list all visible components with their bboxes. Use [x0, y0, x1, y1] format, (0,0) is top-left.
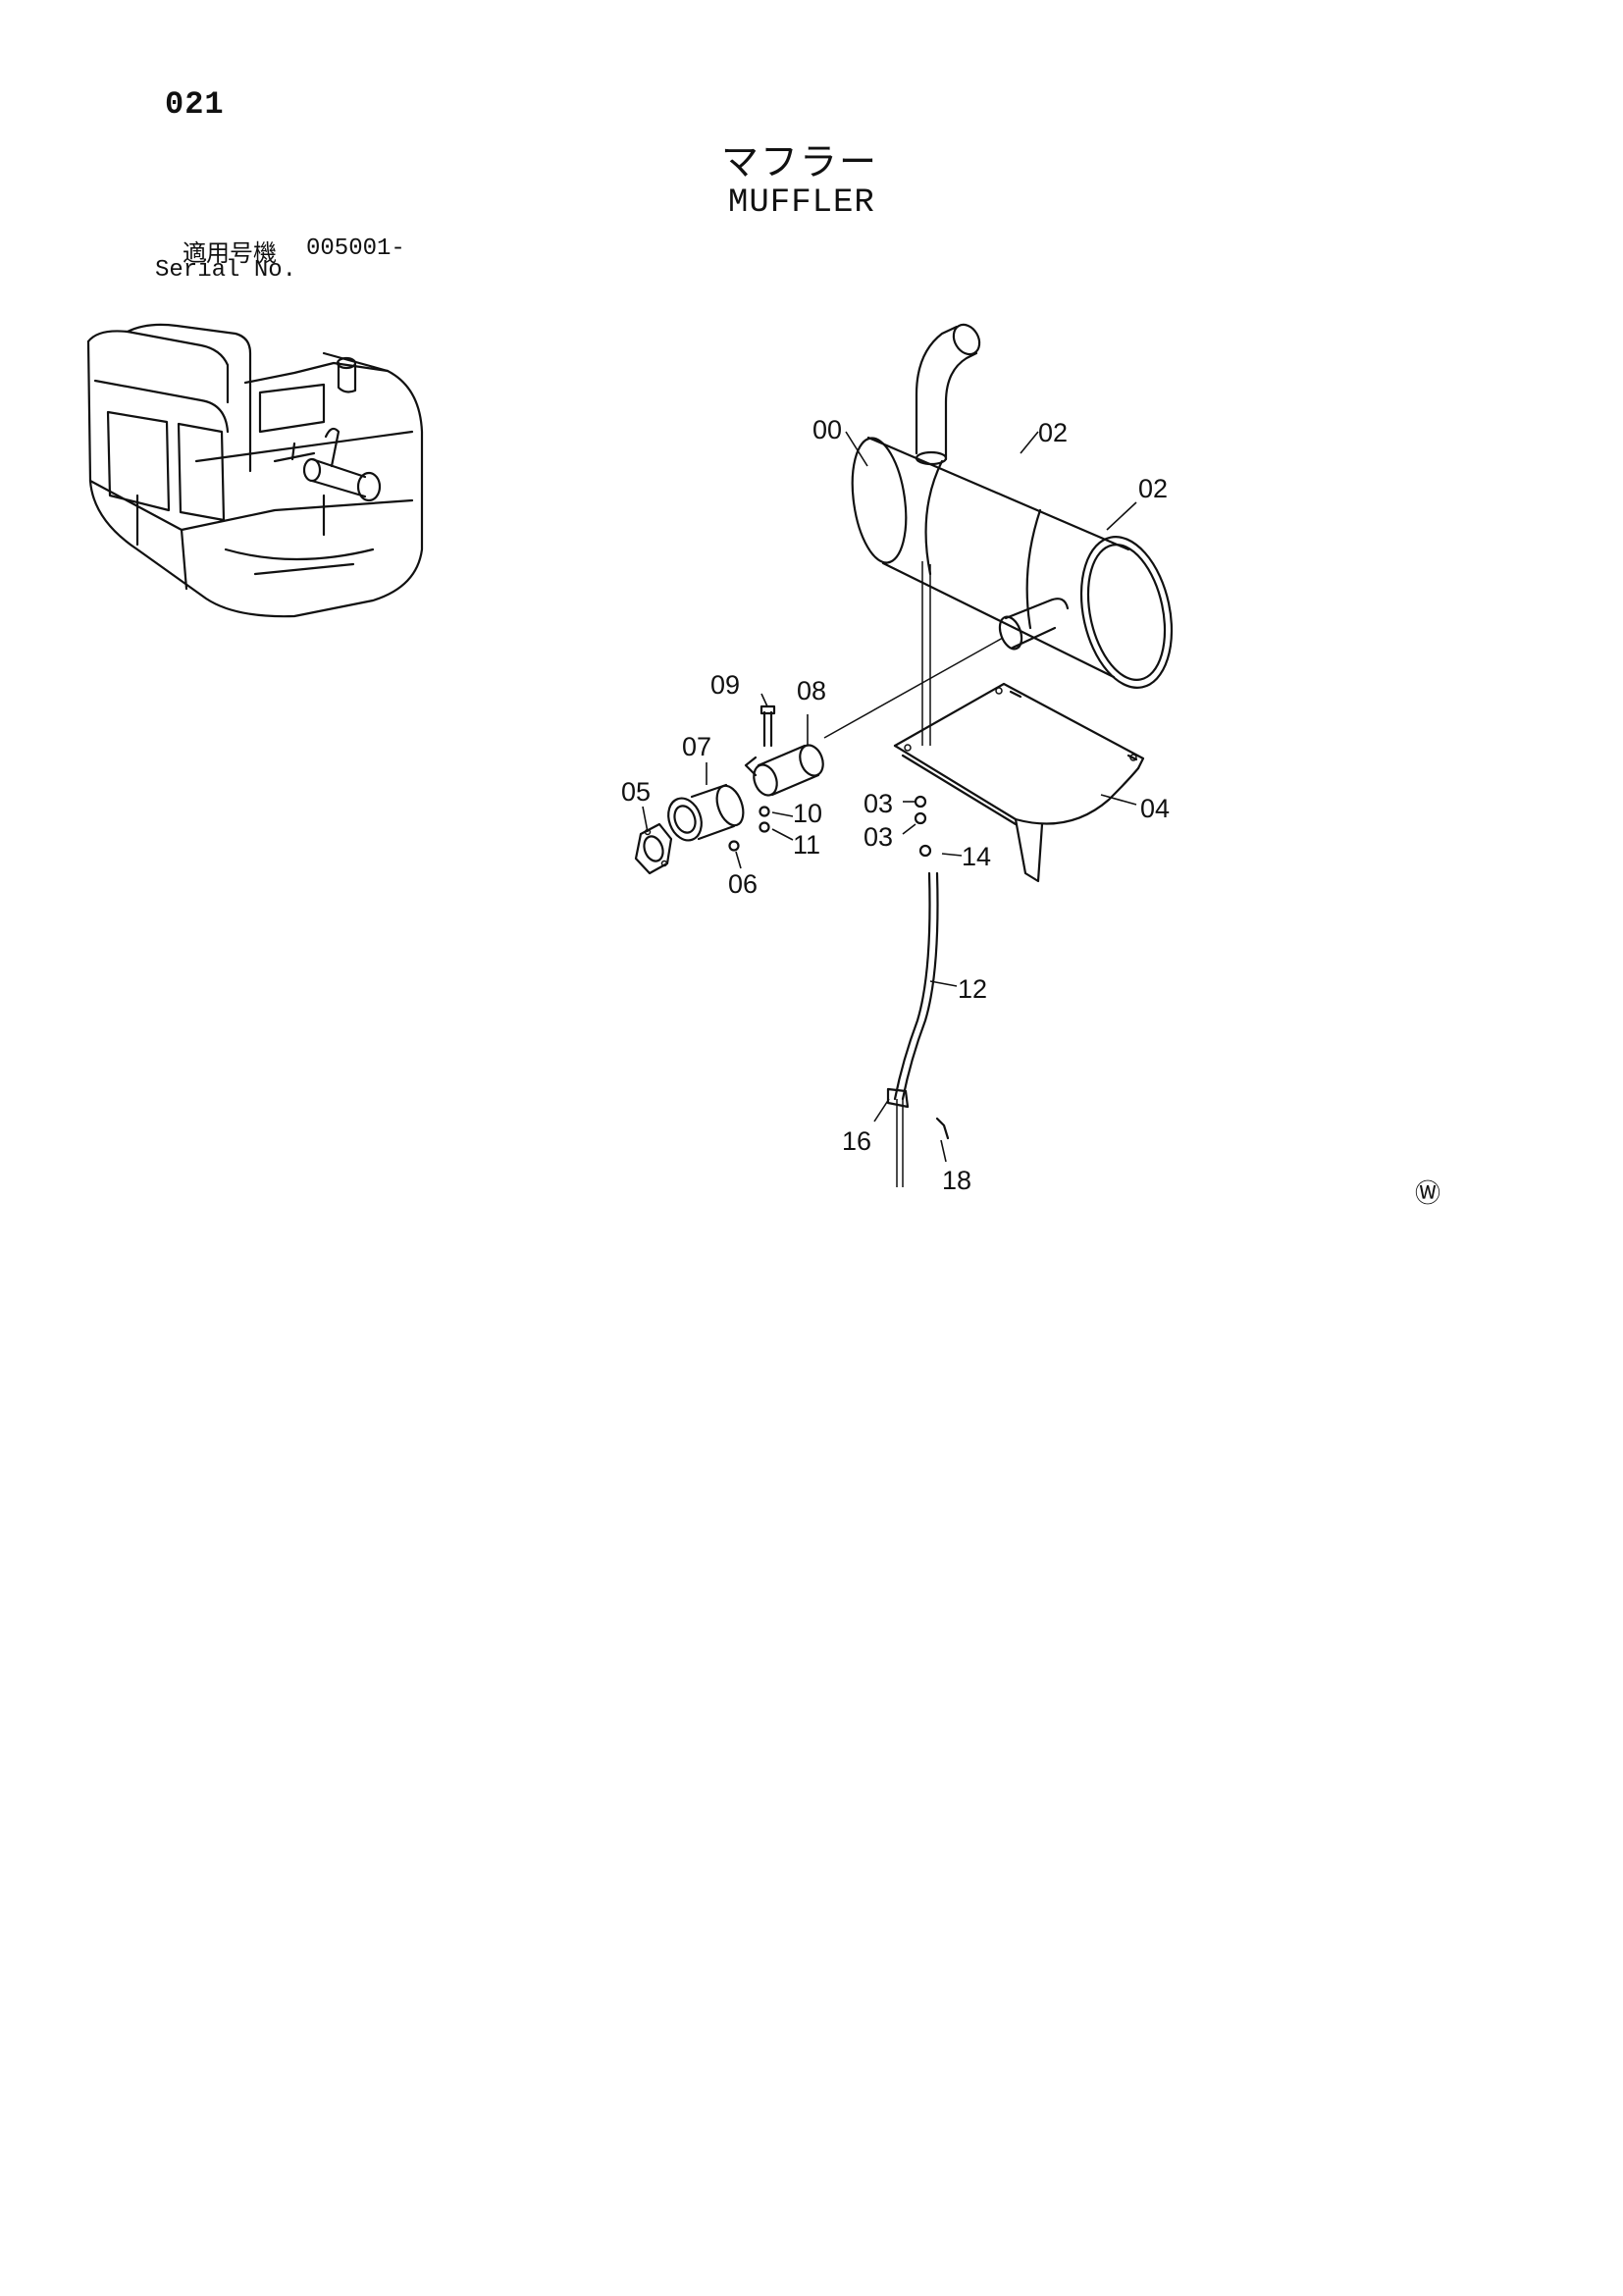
callout-08: 08: [797, 676, 826, 705]
callout-leaders: [642, 431, 1137, 1163]
machine-overview-illustration: [86, 323, 424, 618]
page-title-english: MUFFLER: [728, 184, 875, 222]
page-number: 021: [165, 86, 225, 123]
exploded-center-line: [823, 637, 1004, 739]
callout-05: 05: [621, 777, 651, 807]
muffler-assembly: [851, 323, 1174, 746]
callout-10: 10: [793, 799, 822, 828]
small-hardware: [728, 795, 932, 858]
callout-06: 06: [728, 869, 758, 899]
callout-02-upper: 02: [1038, 418, 1068, 447]
callout-02-lower: 02: [1138, 474, 1168, 503]
callout-16: 16: [842, 1126, 871, 1156]
callout-09: 09: [710, 670, 740, 700]
callout-11: 11: [793, 830, 820, 860]
serial-label-english: Serial No.: [155, 257, 297, 284]
serial-label-japanese: 適用号機: [183, 239, 277, 267]
callout-14: 14: [962, 842, 991, 871]
flange-and-gasket: [634, 783, 745, 875]
corner-mark: Ⓦ: [1415, 1179, 1441, 1209]
callout-labels: 00 02 02 03 03 04 05 06 07 08 09 10 11 1…: [621, 415, 1170, 1195]
callout-00: 00: [812, 415, 842, 444]
callout-07: 07: [682, 732, 711, 761]
exhaust-pipe-part: [744, 704, 824, 797]
page-title-japanese: マフラー: [721, 140, 879, 183]
callout-04: 04: [1140, 794, 1170, 823]
serial-number-value: 005001-: [306, 235, 405, 262]
callout-12: 12: [958, 974, 987, 1004]
callout-03-lower: 03: [864, 822, 893, 852]
drain-hose: [886, 871, 950, 1187]
callout-03-upper: 03: [864, 789, 893, 818]
muffler-bracket: [893, 682, 1145, 883]
callout-18: 18: [942, 1166, 971, 1195]
